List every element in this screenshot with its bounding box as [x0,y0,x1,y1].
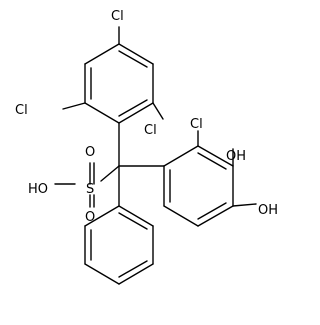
hydroxyl-label-lower: OH [258,203,278,218]
atom-labels: Cl Cl Cl Cl OH OH S O O HO [15,9,278,225]
oxygen-label-bottom: O [85,210,95,225]
hydroxyl-label-upper: OH [226,149,246,164]
sulfonic-acid-bonds [54,162,95,208]
chlorine-label-right: Cl [144,123,157,138]
chlorine-label-middle: Cl [190,117,203,132]
chemical-structure: Cl Cl Cl Cl OH OH S O O HO [15,9,278,285]
dihydroxyphenyl-ring [163,145,234,227]
oxygen-label-top: O [85,145,95,160]
substituent-bonds [62,26,257,207]
chlorine-label-top: Cl [111,9,124,24]
central-carbon-bonds [100,122,165,207]
trichlorophenyl-ring [84,43,154,124]
hydroxy-label-left: HO [28,182,48,197]
chlorine-label-left: Cl [15,103,28,118]
sulfur-label: S [86,182,94,197]
phenyl-ring [84,205,154,285]
